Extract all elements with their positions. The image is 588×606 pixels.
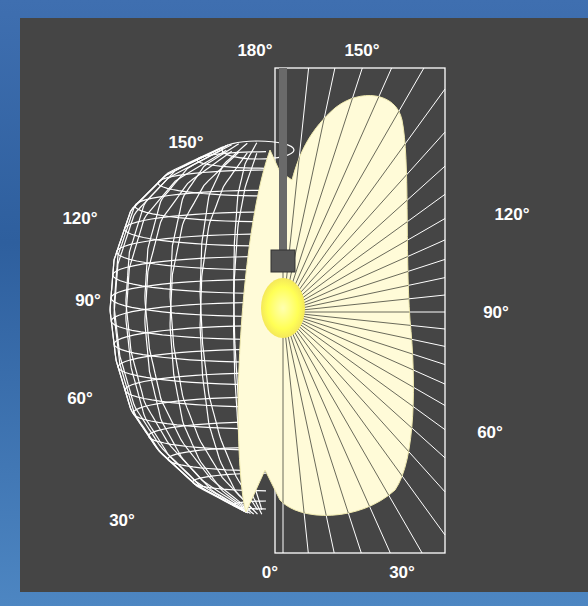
ray-line: [283, 312, 445, 329]
angle-label: 120°: [62, 210, 97, 227]
latitude-line: [197, 152, 266, 169]
ray-line: [283, 312, 445, 430]
angle-label: 30°: [109, 512, 135, 529]
outline: [110, 145, 244, 511]
angle-label: 150°: [168, 134, 203, 151]
ray-line: [283, 312, 445, 365]
ray-line: [283, 166, 445, 312]
angle-label: 90°: [75, 292, 101, 309]
ray-line: [283, 89, 445, 312]
cut-section: [238, 96, 413, 516]
angle-label: 0°: [262, 564, 278, 581]
lamp-socket: [271, 250, 295, 272]
ray-line: [283, 194, 445, 312]
ray-line: [283, 68, 335, 312]
ray-line: [283, 312, 445, 406]
ray-line: [283, 68, 362, 312]
ray-line: [283, 240, 445, 312]
ray-line: [283, 312, 445, 535]
ray-line: [283, 312, 445, 313]
lamp-stem: [279, 68, 287, 258]
ray-line: [283, 312, 308, 553]
angle-label: 150°: [344, 42, 379, 59]
ray-line: [283, 312, 445, 346]
angle-label: 120°: [494, 206, 529, 223]
ray-line: [283, 312, 445, 492]
lamp: [261, 278, 305, 338]
ray-line: [283, 68, 392, 312]
angle-label: 60°: [477, 424, 503, 441]
latitude-line: [135, 190, 266, 221]
ray-line: [283, 312, 284, 553]
ray-line: [283, 312, 390, 553]
ray-line: [283, 312, 284, 553]
angle-label: 60°: [67, 390, 93, 407]
ray-line: [283, 68, 424, 312]
ray-line: [283, 312, 445, 458]
ray-line: [283, 312, 361, 553]
ray-line: [283, 312, 334, 553]
angle-label: 30°: [389, 564, 415, 581]
angle-label: 90°: [483, 304, 509, 321]
rays-inside: [283, 68, 445, 553]
ray-line: [283, 312, 445, 313]
ray-line: [283, 219, 445, 313]
ray-line: [283, 132, 445, 312]
ray-line: [283, 312, 445, 384]
angle-label: 180°: [237, 42, 272, 59]
ray-line: [283, 312, 422, 553]
